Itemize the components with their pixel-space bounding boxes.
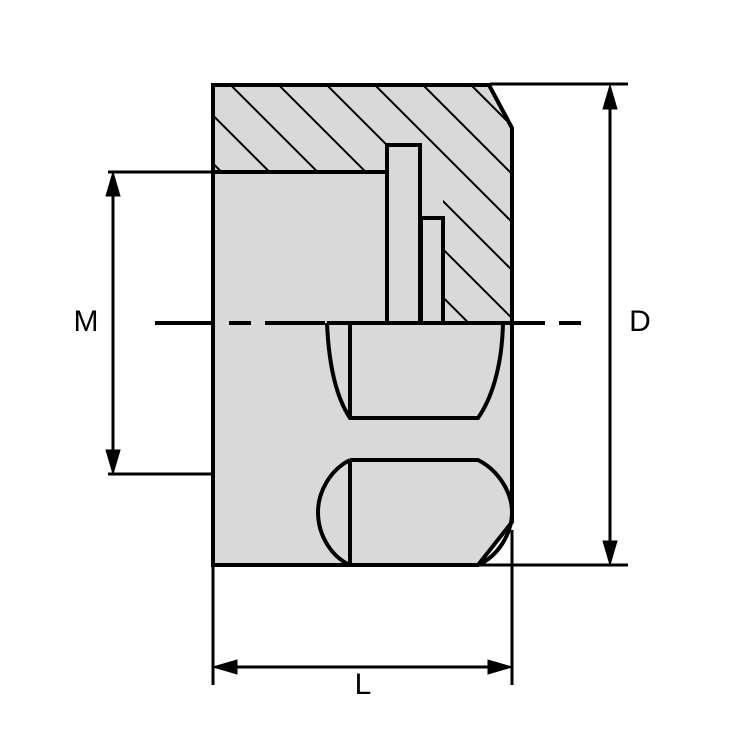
dimension-l-arrow-left	[211, 659, 238, 675]
dimension-l: L	[211, 530, 514, 701]
dimension-l-arrow-right	[487, 659, 514, 675]
dimension-m-arrow-top	[105, 170, 121, 197]
hatch-top-band	[213, 85, 512, 172]
lower-slot-left-outline	[315, 458, 351, 567]
dimension-l-label: L	[355, 668, 372, 701]
dimension-d-arrow-bottom	[602, 540, 618, 567]
section-hatching	[213, 85, 512, 323]
hatch-right-wedge	[443, 172, 512, 323]
dimension-m-label: M	[74, 305, 99, 338]
upper-slot-outline	[325, 322, 505, 420]
pin-outer-rect	[385, 143, 422, 325]
dimension-d: D	[480, 82, 651, 567]
pin-inner-rect	[419, 216, 445, 325]
dimension-d-arrow-top	[602, 83, 618, 110]
dimension-d-label: D	[629, 305, 651, 338]
dimension-m-arrow-bottom	[105, 449, 121, 476]
lower-slot-right-outline	[350, 458, 515, 567]
dimension-m: M	[74, 170, 213, 476]
